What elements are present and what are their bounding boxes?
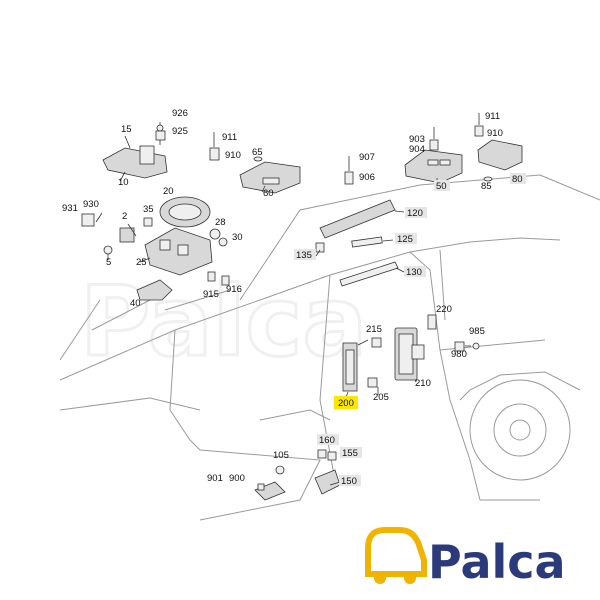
callout-30: 30 <box>232 232 243 243</box>
callout-160: 160 <box>319 435 335 446</box>
callout-904: 904 <box>409 144 425 155</box>
callout-box-155 <box>340 447 362 458</box>
callout-20: 20 <box>163 186 174 197</box>
callout-2: 2 <box>122 211 127 222</box>
part-60 <box>209 132 301 194</box>
part-10 <box>102 122 168 179</box>
part-210 <box>394 314 480 381</box>
callout-15: 15 <box>121 124 132 135</box>
part-50 <box>404 127 463 184</box>
callout-910: 910 <box>225 150 241 161</box>
callout-65: 65 <box>252 147 263 158</box>
part-150 <box>254 449 341 501</box>
palca-logo: Palca <box>365 527 566 589</box>
callout-903: 903 <box>409 134 425 145</box>
callout-highlight-200 <box>334 396 358 409</box>
callout-5: 5 <box>106 257 111 268</box>
callout-907: 907 <box>359 152 375 163</box>
callout-915: 915 <box>203 289 219 300</box>
part-120 <box>319 156 396 239</box>
callout-130: 130 <box>406 267 422 278</box>
callout-box-120 <box>405 207 427 218</box>
callout-220: 220 <box>436 304 452 315</box>
callout-911: 911 <box>485 111 500 122</box>
callout-10: 10 <box>118 177 129 188</box>
callout-901: 901 <box>207 473 223 484</box>
callout-906: 906 <box>359 172 375 183</box>
callout-120: 120 <box>407 208 423 219</box>
callout-box-125 <box>395 233 417 244</box>
callout-930: 930 <box>83 199 99 210</box>
part-40 <box>136 271 230 301</box>
callout-900: 900 <box>229 473 245 484</box>
car-logo-icon <box>365 527 427 584</box>
callout-80: 80 <box>512 174 523 185</box>
callout-105: 105 <box>273 450 289 461</box>
callout-910: 910 <box>487 128 503 139</box>
callout-980: 980 <box>451 349 467 360</box>
callout-25: 25 <box>136 257 147 268</box>
callout-155: 155 <box>342 448 358 459</box>
callout-box-150 <box>339 475 361 486</box>
callout-box-160 <box>317 434 339 445</box>
brand-name: Palca <box>428 535 566 589</box>
callout-28: 28 <box>215 217 226 228</box>
callout-150: 150 <box>341 476 357 487</box>
callout-35: 35 <box>143 204 154 215</box>
callout-60: 60 <box>263 188 274 199</box>
part-80 <box>474 113 523 182</box>
part-20 <box>159 196 211 228</box>
part-2 <box>81 213 153 255</box>
part-125 <box>315 236 383 253</box>
part-25 <box>144 227 228 276</box>
callout-box-50 <box>434 180 450 191</box>
callout-85: 85 <box>481 181 492 192</box>
callout-215: 215 <box>366 324 382 335</box>
callout-40: 40 <box>130 298 141 309</box>
callout-50: 50 <box>436 181 447 192</box>
callout-926: 926 <box>172 108 188 119</box>
callout-925: 925 <box>172 126 188 137</box>
callout-205: 205 <box>373 392 389 403</box>
callout-125: 125 <box>397 234 413 245</box>
callout-985: 985 <box>469 326 485 337</box>
callout-box-80 <box>510 173 526 184</box>
callout-box-135 <box>294 249 316 260</box>
part-130 <box>339 261 399 287</box>
callout-911: 911 <box>222 132 237 143</box>
callout-210: 210 <box>415 378 431 389</box>
callout-916: 916 <box>226 284 242 295</box>
callout-931: 931 <box>62 203 78 214</box>
callout-box-130 <box>404 266 426 277</box>
part-200 <box>342 337 382 392</box>
callout-135: 135 <box>296 250 312 261</box>
callout-200: 200 <box>338 398 354 409</box>
